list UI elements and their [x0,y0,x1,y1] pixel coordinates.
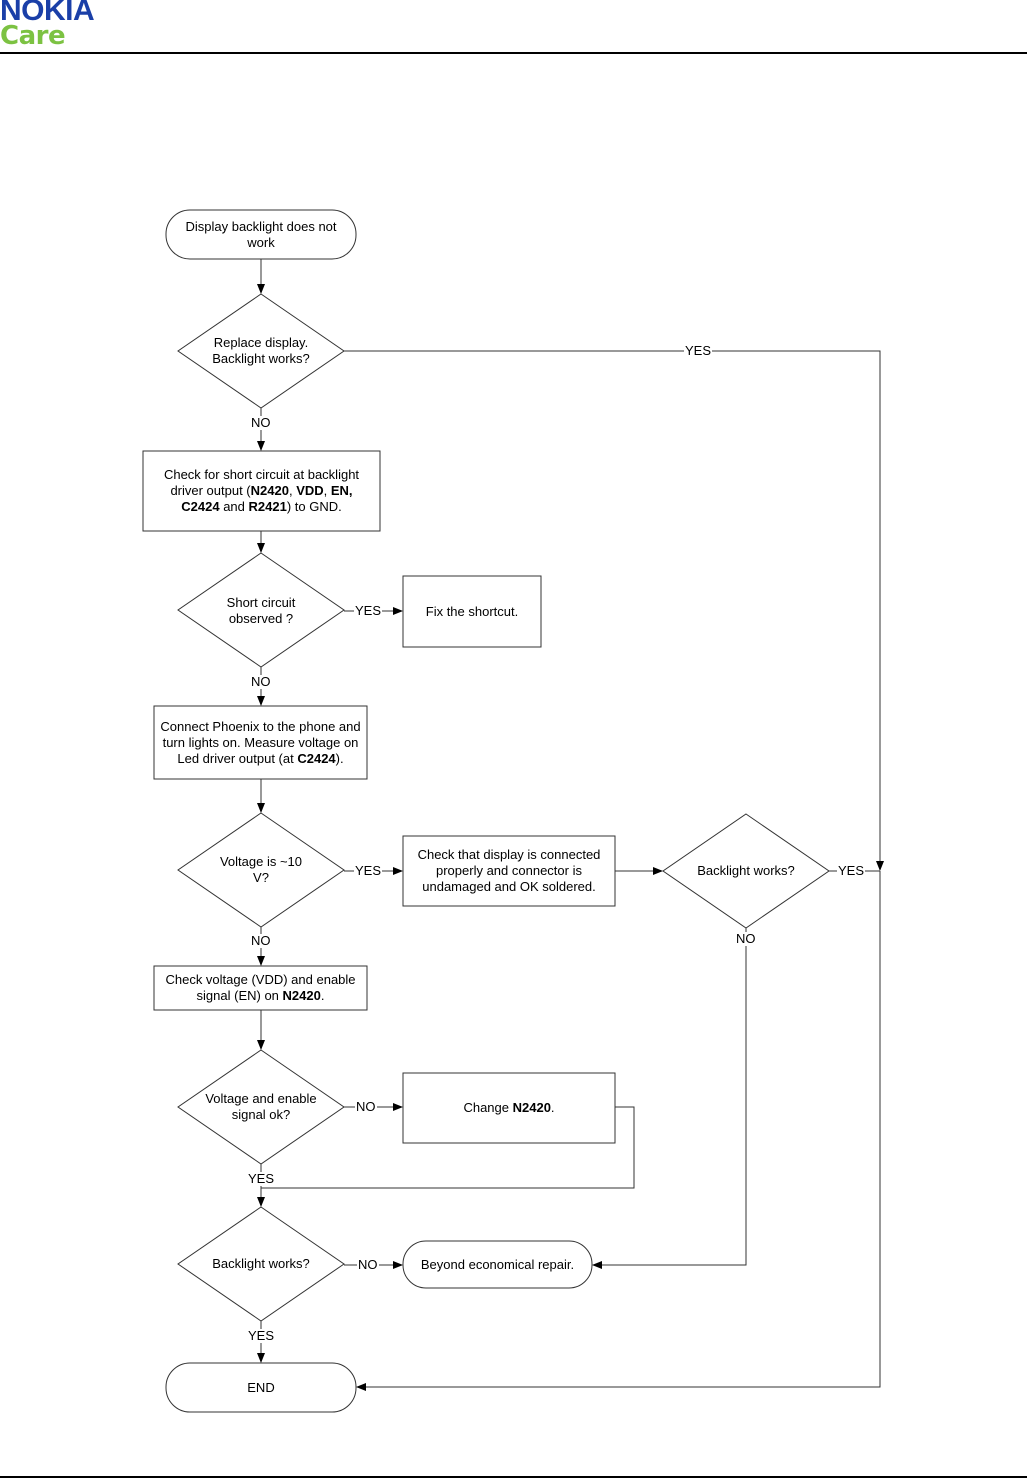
change-n2420-label: Change N2420. [463,1100,555,1115]
label-backlight-right-no: NO [735,931,757,946]
check-display-label: Check that display is connected properly… [417,847,601,894]
label-enable-no: NO [355,1099,377,1114]
nokia-wordmark: NOKIA [0,0,95,27]
label-backlight-bottom-yes: YES [247,1328,276,1343]
header-rule [0,52,1027,54]
check-vdd-text: Check voltage (VDD) and enable signal (E… [157,966,364,1010]
label-short-no: NO [250,674,272,689]
end-label: END [247,1379,275,1395]
process-check-vdd-en [153,965,368,1011]
label-replace-yes: YES [684,343,713,358]
backlight-right-text: Backlight works? [686,856,806,886]
process-connect-phoenix [153,705,368,780]
short-observed-label: Short circuit observed ? [226,595,296,626]
change-n2420-text: Change N2420. [403,1073,615,1143]
footer-rule [0,1476,1027,1478]
process-fix-shortcut [402,575,542,648]
enable-signal-text: Voltage and enable signal ok? [198,1082,324,1132]
fix-shortcut-text: Fix the shortcut. [403,576,541,647]
fix-shortcut-label: Fix the shortcut. [425,603,519,619]
label-backlight-right-yes: YES [837,863,866,878]
check-display-text: Check that display is connected properly… [408,836,610,906]
connector-change-return [261,1106,635,1189]
beyond-repair-label: Beyond economical repair. [420,1256,575,1272]
backlight-bottom-text: Backlight works? [201,1249,321,1279]
connect-phoenix-text: Connect Phoenix to the phone and turn li… [160,706,361,779]
label-replace-no: NO [250,415,272,430]
label-enable-yes: YES [247,1171,276,1186]
voltage-10v-label: Voltage is ~10 V? [219,854,303,885]
connector-backlight-right-no [592,928,747,1269]
label-voltage-no: NO [250,933,272,948]
start-label: Display backlight does not work [185,218,337,250]
connector-right-trunk-to-end [356,871,881,1391]
backlight-bottom-label: Backlight works? [212,1256,310,1271]
beyond-repair-text: Beyond economical repair. [403,1241,592,1288]
process-check-display [402,835,616,907]
process-change-n2420 [402,1072,616,1144]
connector-replace-yes [344,350,884,871]
label-voltage-yes: YES [354,863,383,878]
short-observed-text: Short circuit observed ? [208,586,314,636]
label-short-yes: YES [354,603,383,618]
replace-display-label: Replace display. Backlight works? [212,335,310,366]
label-backlight-bottom-no: NO [357,1257,379,1272]
end-text: END [166,1363,356,1412]
connect-phoenix-label: Connect Phoenix to the phone and turn li… [160,718,361,766]
voltage-10v-text: Voltage is ~10 V? [211,845,311,895]
care-wordmark: Care [0,21,66,51]
replace-display-text: Replace display. Backlight works? [198,326,324,376]
backlight-right-label: Backlight works? [697,863,795,878]
check-vdd-label: Check voltage (VDD) and enable signal (E… [165,972,356,1003]
enable-signal-label: Voltage and enable signal ok? [205,1091,317,1122]
short-check-text: Check for short circuit at backlight dri… [150,451,373,531]
start-text: Display backlight does not work [178,210,344,259]
short-check-label: Check for short circuit at backlight dri… [163,467,360,514]
process-short-circuit-check [142,450,381,532]
